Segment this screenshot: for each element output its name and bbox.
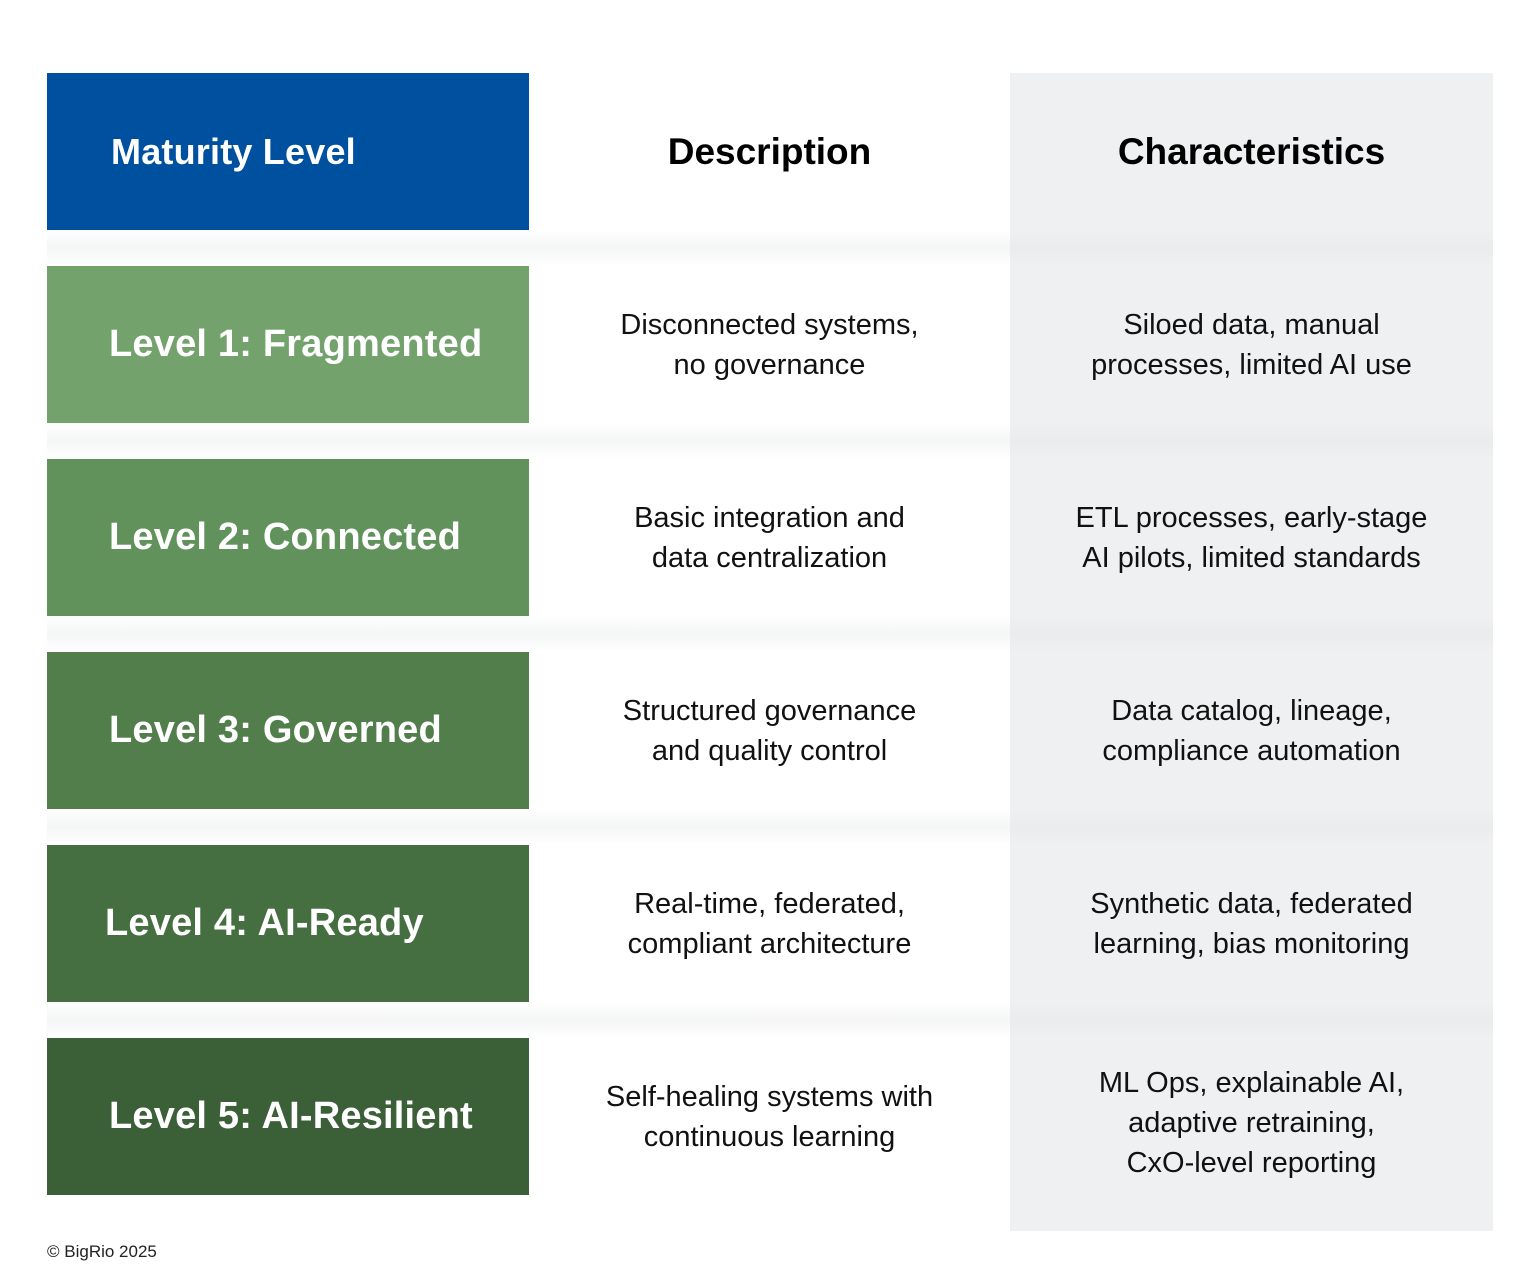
- header-maturity-level: Maturity Level: [47, 73, 529, 230]
- row-separator: [47, 423, 1493, 459]
- description-line: data centralization: [651, 541, 888, 574]
- table-row-level-4: Level 4: AI-Ready Real-time, federated, c…: [47, 845, 1493, 1002]
- characteristics-line: compliance automation: [1102, 734, 1401, 767]
- table-header-row: Maturity Level Description Characteristi…: [47, 73, 1493, 230]
- characteristics-column-background: [1010, 73, 1493, 1231]
- characteristics-line: Synthetic data, federated: [1090, 887, 1413, 920]
- characteristics-line: learning, bias monitoring: [1093, 927, 1410, 960]
- header-description: Description: [667, 130, 872, 172]
- table-row-level-5: Level 5: AI-Resilient Self-healing syste…: [47, 1038, 1493, 1195]
- level-description: Basic integration and data centralization: [529, 459, 1010, 616]
- description-line: Basic integration and: [634, 501, 905, 534]
- level-characteristics: ML Ops, explainable AI, adaptive retraini…: [1010, 1038, 1493, 1195]
- level-characteristics: ETL processes, early-stage AI pilots, lim…: [1010, 459, 1493, 616]
- level-label: Level 5: AI-Resilient: [47, 1038, 529, 1195]
- header-characteristics: Characteristics: [1117, 130, 1386, 172]
- description-line: Structured governance: [622, 694, 917, 727]
- level-description: Disconnected systems, no governance: [529, 266, 1010, 423]
- table-row-level-2: Level 2: Connected Basic integration and…: [47, 459, 1493, 616]
- level-description: Self-healing systems with continuous lear…: [529, 1038, 1010, 1195]
- row-separator: [47, 616, 1493, 652]
- level-label: Level 4: AI-Ready: [47, 845, 529, 1002]
- characteristics-line: CxO-level reporting: [1126, 1146, 1377, 1179]
- level-characteristics: Synthetic data, federated learning, bias …: [1010, 845, 1493, 1002]
- description-line: and quality control: [651, 734, 888, 767]
- row-separator: [47, 1002, 1493, 1038]
- description-line: no governance: [673, 348, 866, 381]
- characteristics-line: Data catalog, lineage,: [1111, 694, 1392, 727]
- description-line: Self-healing systems with: [605, 1080, 934, 1113]
- description-line: Real-time, federated,: [634, 887, 905, 920]
- characteristics-line: ML Ops, explainable AI,: [1098, 1066, 1405, 1099]
- level-description: Real-time, federated, compliant architect…: [529, 845, 1010, 1002]
- characteristics-line: processes, limited AI use: [1091, 348, 1412, 381]
- level-label: Level 1: Fragmented: [47, 266, 529, 423]
- level-label: Level 3: Governed: [47, 652, 529, 809]
- description-line: continuous learning: [643, 1120, 896, 1153]
- level-label: Level 2: Connected: [47, 459, 529, 616]
- copyright-notice: © BigRio 2025: [47, 1242, 157, 1261]
- level-characteristics: Data catalog, lineage, compliance automat…: [1010, 652, 1493, 809]
- row-separator: [47, 230, 1493, 266]
- row-separator: [47, 809, 1493, 845]
- characteristics-line: adaptive retraining,: [1128, 1106, 1375, 1139]
- characteristics-line: ETL processes, early-stage: [1075, 501, 1428, 534]
- level-characteristics: Siloed data, manual processes, limited AI…: [1010, 266, 1493, 423]
- description-line: compliant architecture: [627, 927, 912, 960]
- description-line: Disconnected systems,: [620, 308, 919, 341]
- level-description: Structured governance and quality control: [529, 652, 1010, 809]
- table-row-level-1: Level 1: Fragmented Disconnected systems…: [47, 266, 1493, 423]
- characteristics-line: Siloed data, manual: [1123, 308, 1380, 341]
- table-row-level-3: Level 3: Governed Structured governance a…: [47, 652, 1493, 809]
- characteristics-line: AI pilots, limited standards: [1082, 541, 1421, 574]
